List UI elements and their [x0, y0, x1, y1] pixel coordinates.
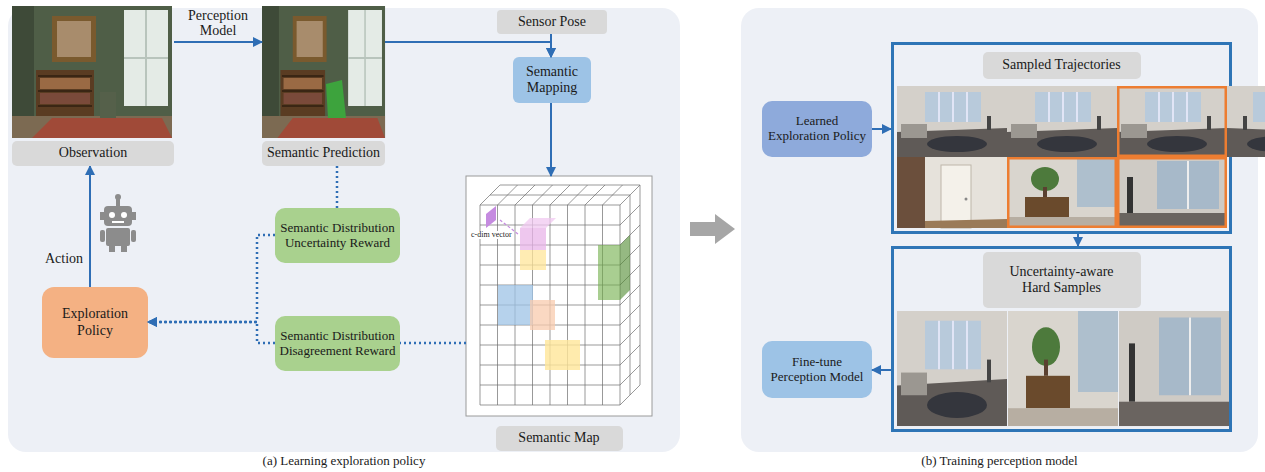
connector — [872, 128, 891, 130]
image-label: Observation — [12, 141, 174, 166]
connector — [385, 42, 551, 57]
reward-link — [148, 235, 275, 322]
edge-label: Action — [43, 251, 85, 266]
panel-caption: (a) Learning exploration policy — [8, 454, 680, 468]
process-box: Sensor Pose — [497, 10, 607, 34]
connector — [872, 369, 891, 371]
image-label: Semantic Prediction — [262, 141, 385, 166]
box-label: Semantic Mapping — [517, 64, 587, 96]
panel-caption: (b) Training perception model — [741, 454, 1258, 468]
process-box: Semantic Mapping — [513, 57, 591, 103]
sample-frame: Uncertainty-aware Hard Samples — [891, 246, 1232, 432]
hard-sample-images — [897, 311, 1229, 426]
reward-box: Semantic Distribution Disagreement Rewar… — [275, 316, 400, 371]
policy-box: Learned Exploration Policy — [762, 101, 872, 157]
box-label: Learned Exploration Policy — [766, 114, 868, 144]
semantic-map-grid — [466, 176, 652, 416]
prediction-image — [262, 6, 385, 138]
connector — [1077, 234, 1079, 246]
reward-box: Semantic Distribution Uncertainty Reward — [275, 208, 400, 263]
map-panel: Semantic Map — [466, 176, 652, 451]
edge-label: Perception Model — [184, 8, 252, 39]
image-label: Semantic Map — [496, 426, 623, 451]
reward-link — [400, 342, 466, 345]
connector — [550, 103, 552, 176]
image-panel: Semantic Prediction — [262, 6, 385, 166]
box-label: Semantic Distribution Uncertainty Reward — [279, 221, 396, 251]
flow-arrow — [690, 214, 735, 244]
reward-link — [336, 166, 339, 208]
trajectory-images — [897, 86, 1265, 228]
panel: (a) Learning exploration policyObservati… — [8, 8, 680, 452]
process-box: Fine-tune Perception Model — [762, 341, 872, 398]
box-label: Semantic Distribution Disagreement Rewar… — [279, 329, 396, 359]
panel: (b) Training perception modelLearned Exp… — [741, 8, 1258, 452]
connector — [174, 41, 262, 43]
connector — [550, 34, 552, 57]
box-label: Fine-tune Perception Model — [766, 355, 868, 385]
observation-image — [12, 6, 172, 138]
reward-link — [148, 322, 275, 343]
annotation: c-dim vector — [470, 231, 513, 239]
policy-box: Exploration Policy — [42, 287, 148, 358]
box-label: Exploration Policy — [46, 306, 144, 338]
connector — [89, 166, 91, 287]
frame-header: Uncertainty-aware Hard Samples — [983, 252, 1141, 308]
image-panel: Observation — [12, 6, 174, 166]
sample-frame: Sampled Trajectories — [891, 42, 1232, 234]
frame-header: Sampled Trajectories — [983, 52, 1141, 79]
robot-icon — [100, 194, 136, 252]
box-label: Sensor Pose — [518, 14, 586, 30]
